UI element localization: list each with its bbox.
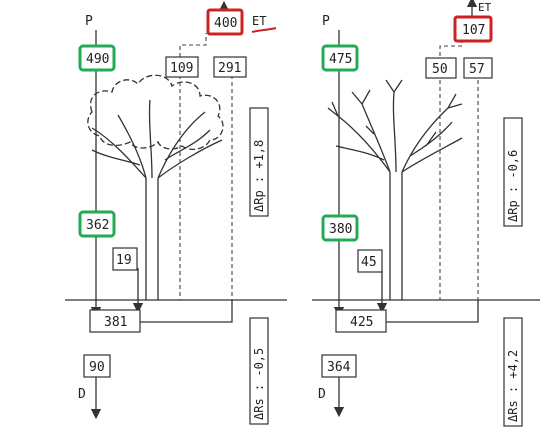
left-throughfall-box [78,210,116,238]
left-delta-rs-box [249,317,269,425]
right-et-label: ET [478,1,492,14]
left-tree-trunk [145,178,159,300]
left-soil-value: 381 [104,315,127,330]
left-stemflow-value: 19 [116,253,132,268]
right-delta-rp-box [503,117,523,227]
right-ground-connector [386,300,479,323]
right-delta-rs-box [503,317,523,427]
left-d-label: D [78,387,86,402]
left-et-a-value: 109 [170,61,193,76]
right-tree-branches [327,79,463,173]
right-soil-value: 425 [350,315,373,330]
left-panel: P 490 362 19 381 90 D 400 ET [65,0,287,425]
right-et-b-value: 57 [469,62,485,77]
right-d-label: D [318,387,326,402]
right-soil-box [335,309,387,333]
right-et-a-box [425,57,457,79]
left-soil-box [89,309,141,333]
right-et-total-box [453,15,493,43]
left-p-label: P [85,14,93,29]
left-tree-crown [87,74,224,151]
left-drainage-box [83,354,111,378]
left-et-a-box [165,56,199,78]
right-drainage-value: 364 [327,360,351,375]
right-delta-rs: ΔRs : +4,2 [506,350,520,422]
right-et-total-value: 107 [462,23,485,38]
left-et-b-value: 291 [218,61,241,76]
left-et-total-value: 400 [214,16,237,31]
left-et-total-box [206,8,244,36]
right-stemflow-value: 45 [361,255,377,270]
right-delta-rp: ΔRp : -0,6 [506,150,520,222]
right-precip-box [321,44,359,72]
left-precip-box [78,44,116,72]
left-throughfall-value: 362 [86,218,109,233]
right-throughfall-value: 380 [329,222,352,237]
right-panel: P 475 380 45 425 364 D 107 ET 50 57 ΔRp [312,0,540,427]
left-et-b-box [213,56,247,78]
right-precip-value: 475 [329,52,352,67]
left-et-rise [179,33,207,57]
left-delta-rp: ΔRp : +1,8 [252,140,266,212]
left-delta-rs: ΔRs : -0,5 [252,348,266,420]
right-tree-trunk [389,172,403,300]
right-p-label: P [322,14,330,29]
right-et-rise [439,40,463,56]
right-throughfall-box [321,214,359,242]
right-et-a-value: 50 [432,62,448,77]
left-stemflow-box [112,247,138,271]
left-precip-value: 490 [86,52,109,67]
left-ground-connector [140,300,233,323]
right-stemflow-box [357,249,383,273]
left-et-underline [251,27,277,33]
left-tree-branches [91,99,223,179]
left-drainage-value: 90 [89,360,105,375]
right-et-b-box [463,57,493,79]
left-delta-rp-box [249,107,269,217]
left-et-label: ET [252,14,266,28]
